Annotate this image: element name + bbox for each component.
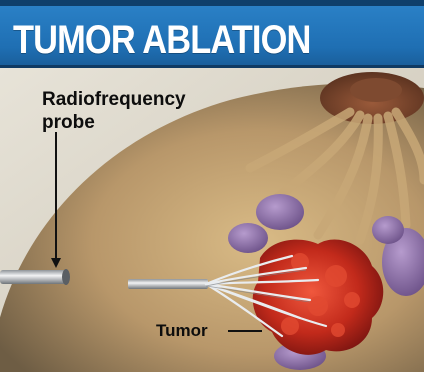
tumor-label: Tumor	[156, 320, 208, 342]
nodule-icon	[228, 223, 268, 253]
probe-label-line2: probe	[42, 111, 186, 134]
radiofrequency-probe-icon	[128, 279, 208, 289]
probe-entry-point	[62, 269, 70, 285]
probe-label-line1: Radiofrequency	[42, 88, 186, 111]
probe-label: Radiofrequency probe	[42, 88, 186, 134]
nodule-icon	[256, 194, 304, 230]
title-bar: TUMOR ABLATION	[0, 0, 424, 68]
nipple-tip	[350, 78, 402, 102]
nodule-icon	[372, 216, 404, 244]
page-title: TUMOR ABLATION	[13, 14, 311, 66]
probe-shaft-outer	[0, 270, 66, 284]
